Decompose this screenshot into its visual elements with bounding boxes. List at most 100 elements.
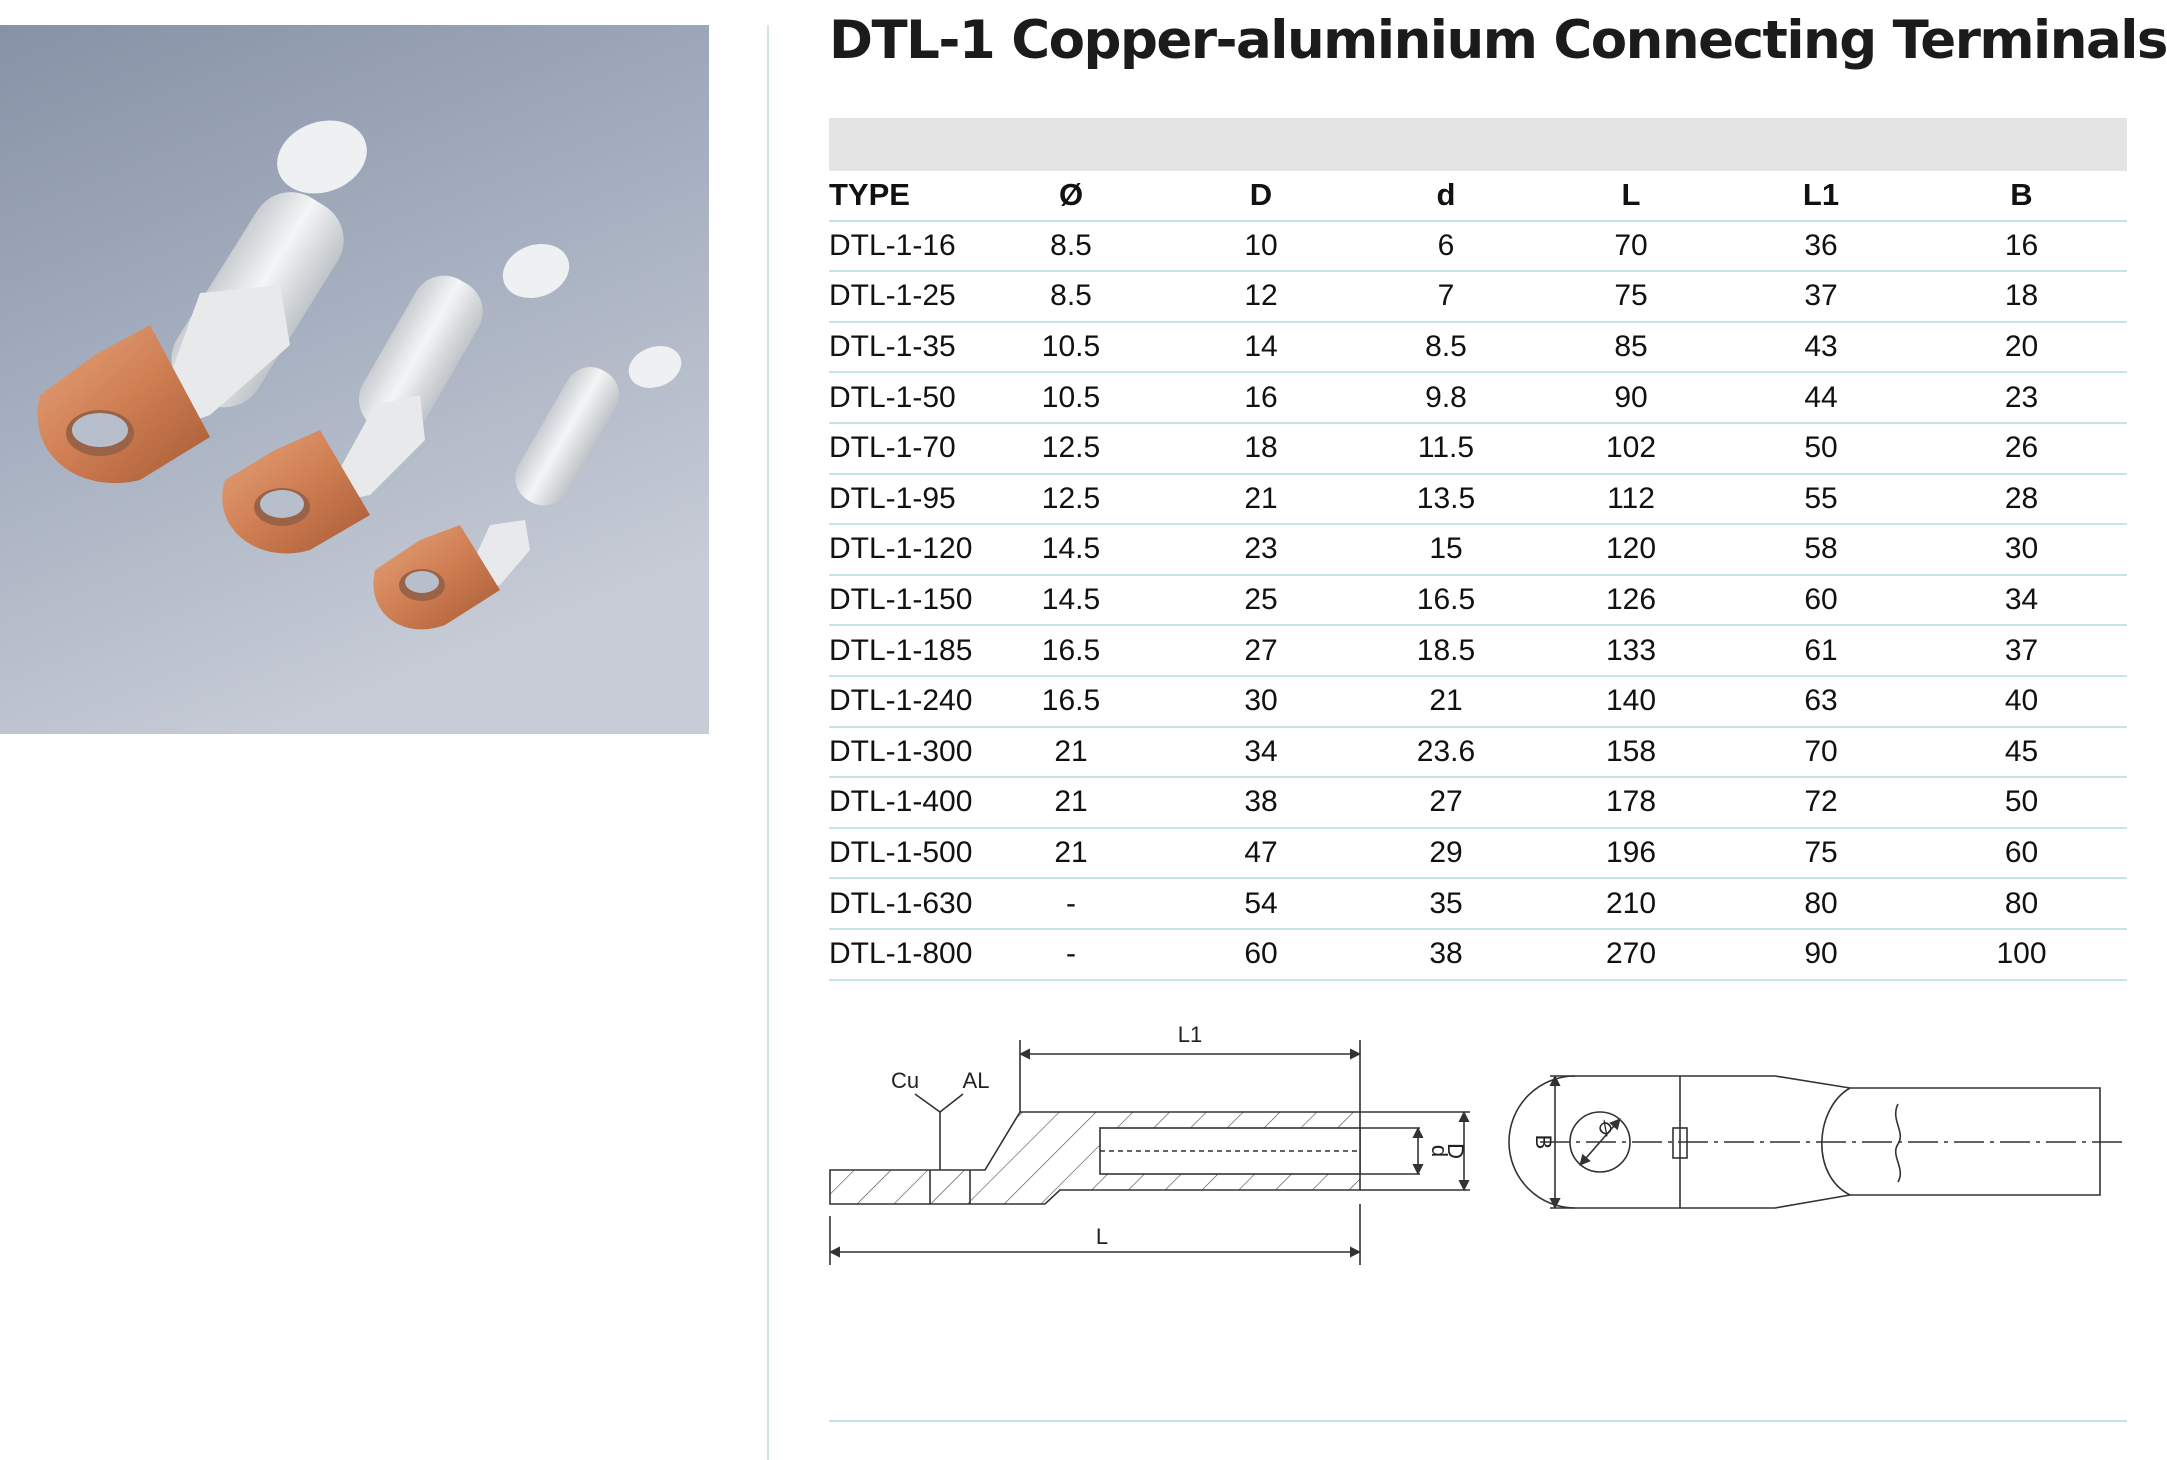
- cell-d: 7: [1356, 271, 1536, 323]
- cell-L: 75: [1536, 271, 1726, 323]
- cell-L: 70: [1536, 220, 1726, 273]
- col-L: L: [1536, 171, 1726, 222]
- cell-d: 18.5: [1356, 625, 1536, 677]
- cell-L1: 61: [1726, 625, 1916, 677]
- cell-phi: 14.5: [976, 524, 1166, 576]
- cell-L1: 50: [1726, 422, 1916, 475]
- cell-L1: 90: [1726, 928, 1916, 981]
- cell-type: DTL-1-185: [829, 625, 976, 677]
- cell-phi: 14.5: [976, 574, 1166, 627]
- cell-L: 196: [1536, 827, 1726, 880]
- label-b: B: [1531, 1135, 1556, 1150]
- cell-D: 60: [1166, 928, 1356, 981]
- cell-D: 16: [1166, 372, 1356, 424]
- cell-phi: 8.5: [976, 220, 1166, 273]
- cell-B: 40: [1916, 675, 2127, 728]
- cell-B: 26: [1916, 422, 2127, 475]
- cell-phi: -: [976, 928, 1166, 981]
- cell-phi: 16.5: [976, 675, 1166, 728]
- cell-L: 112: [1536, 473, 1726, 526]
- cell-phi: -: [976, 878, 1166, 930]
- cell-type: DTL-1-35: [829, 321, 976, 374]
- label-l1: L1: [1178, 1022, 1202, 1047]
- cell-type: DTL-1-240: [829, 675, 976, 728]
- cell-type: DTL-1-150: [829, 574, 976, 627]
- cell-L1: 60: [1726, 574, 1916, 627]
- cell-phi: 16.5: [976, 625, 1166, 677]
- col-L1: L1: [1726, 171, 1916, 222]
- side-section-view: [828, 1040, 1470, 1265]
- label-d-small: d: [1427, 1145, 1452, 1157]
- cell-L: 120: [1536, 524, 1726, 576]
- col-B: B: [1916, 171, 2127, 222]
- cell-d: 13.5: [1356, 473, 1536, 526]
- cell-B: 37: [1916, 625, 2127, 677]
- label-l: L: [1096, 1224, 1108, 1249]
- col-D: D: [1166, 171, 1356, 222]
- cell-L: 178: [1536, 777, 1726, 829]
- cell-L1: 36: [1726, 220, 1916, 273]
- cell-d: 27: [1356, 777, 1536, 829]
- cell-D: 12: [1166, 271, 1356, 323]
- cell-L: 140: [1536, 675, 1726, 728]
- cell-L: 133: [1536, 625, 1726, 677]
- cell-L1: 75: [1726, 827, 1916, 880]
- cell-B: 50: [1916, 777, 2127, 829]
- cell-D: 38: [1166, 777, 1356, 829]
- table-header-band: [829, 118, 2127, 171]
- cell-D: 21: [1166, 473, 1356, 526]
- cell-B: 60: [1916, 827, 2127, 880]
- cell-B: 45: [1916, 726, 2127, 779]
- cell-L: 90: [1536, 372, 1726, 424]
- cell-d: 15: [1356, 524, 1536, 576]
- page-title: DTL-1 Copper-aluminium Connecting Termin…: [829, 10, 2167, 71]
- cell-B: 16: [1916, 220, 2127, 273]
- cell-d: 8.5: [1356, 321, 1536, 374]
- cell-phi: 10.5: [976, 321, 1166, 374]
- cell-B: 20: [1916, 321, 2127, 374]
- cell-D: 30: [1166, 675, 1356, 728]
- cell-type: DTL-1-16: [829, 220, 976, 273]
- cell-L1: 58: [1726, 524, 1916, 576]
- cell-L1: 44: [1726, 372, 1916, 424]
- cell-phi: 8.5: [976, 271, 1166, 323]
- cell-L1: 70: [1726, 726, 1916, 779]
- cell-type: DTL-1-300: [829, 726, 976, 779]
- cell-type: DTL-1-25: [829, 271, 976, 323]
- product-photo: [0, 25, 709, 734]
- cell-phi: 21: [976, 726, 1166, 779]
- cell-D: 34: [1166, 726, 1356, 779]
- cell-type: DTL-1-630: [829, 878, 976, 930]
- cell-phi: 21: [976, 777, 1166, 829]
- cell-phi: 12.5: [976, 422, 1166, 475]
- cell-D: 23: [1166, 524, 1356, 576]
- cell-phi: 10.5: [976, 372, 1166, 424]
- label-al: AL: [963, 1068, 990, 1093]
- bottom-divider: [829, 1420, 2127, 1422]
- cell-d: 6: [1356, 220, 1536, 273]
- cell-phi: 21: [976, 827, 1166, 880]
- cell-L: 85: [1536, 321, 1726, 374]
- cell-B: 34: [1916, 574, 2127, 627]
- cell-d: 38: [1356, 928, 1536, 981]
- cell-L1: 37: [1726, 271, 1916, 323]
- lug-medium: [222, 243, 570, 554]
- label-cu: Cu: [891, 1068, 919, 1093]
- cell-L: 126: [1536, 574, 1726, 627]
- cell-d: 16.5: [1356, 574, 1536, 627]
- cell-D: 47: [1166, 827, 1356, 880]
- col-type: TYPE: [829, 171, 976, 222]
- cell-type: DTL-1-95: [829, 473, 976, 526]
- table-header-row: TYPE Ø D d L L1 B: [829, 171, 2127, 222]
- label-phi: Ø: [1594, 1117, 1617, 1139]
- cell-L: 102: [1536, 422, 1726, 475]
